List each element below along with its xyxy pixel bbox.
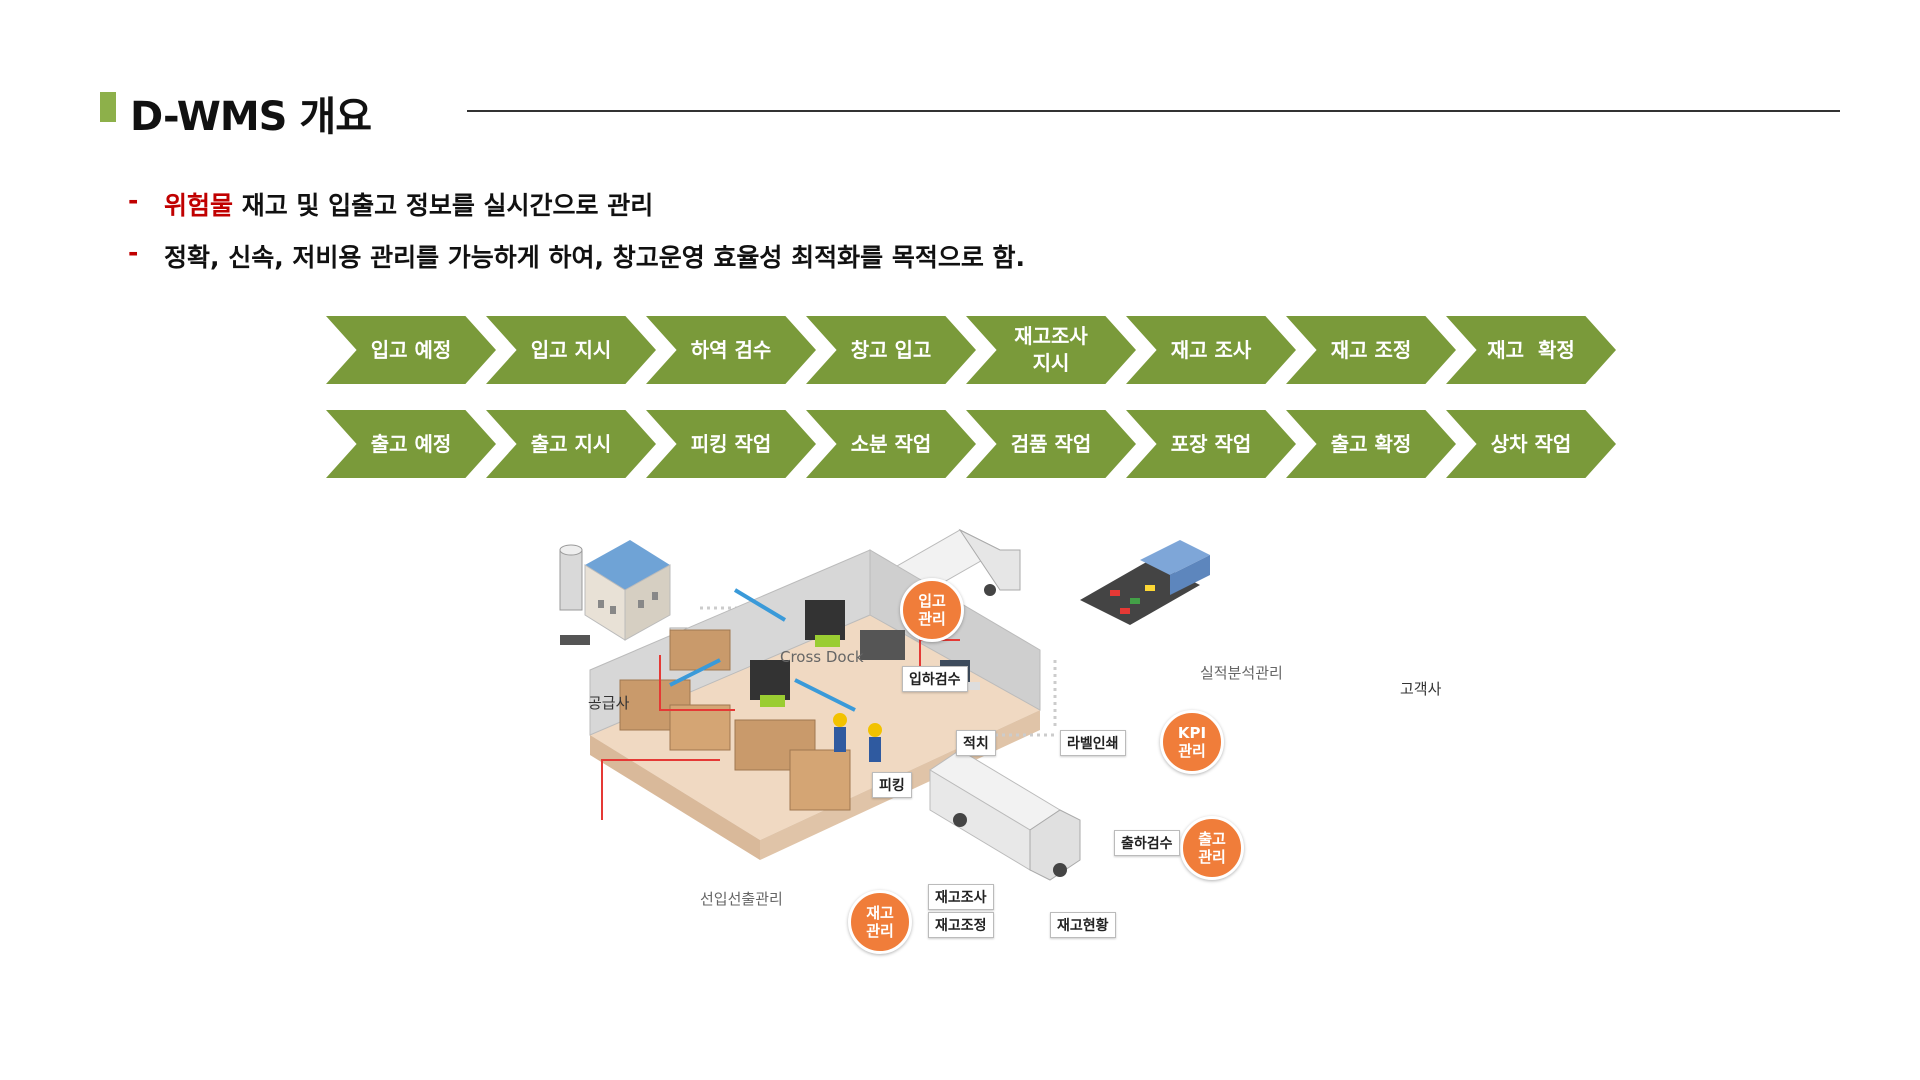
bullet-highlight: 위험물 xyxy=(164,191,234,220)
process-step-outbound_flow: 포장 작업 xyxy=(1126,410,1296,478)
process-step-inbound_flow: 입고 지시 xyxy=(486,316,656,384)
bullet-dash: - xyxy=(128,186,139,215)
process-step-inbound_flow: 재고조사 지시 xyxy=(966,316,1136,384)
process-step-outbound_flow: 상차 작업 xyxy=(1446,410,1616,478)
process-step-inbound_flow: 하역 검수 xyxy=(646,316,816,384)
warehouse-diagram-svg xyxy=(559,528,1210,881)
receiving-inspection-tag: 입하검수 xyxy=(902,666,968,692)
inbound-badge: 입고 관리 xyxy=(900,578,964,642)
stock-check-tag: 재고조사 xyxy=(928,884,994,910)
process-step-inbound_flow: 창고 입고 xyxy=(806,316,976,384)
bullet-text: 정확, 신속, 저비용 관리를 가능하게 하여, 창고운영 효율성 최적화를 목… xyxy=(164,238,1025,274)
process-step-outbound_flow: 소분 작업 xyxy=(806,410,976,478)
outbound-truck-icon xyxy=(929,749,1081,881)
process-step-outbound_flow: 출고 예정 xyxy=(326,410,496,478)
cross-dock-leader xyxy=(659,655,735,711)
process-step-outbound_flow: 피킹 작업 xyxy=(646,410,816,478)
shipping-inspection-tag: 출하검수 xyxy=(1114,830,1180,856)
process-step-outbound_flow: 검품 작업 xyxy=(966,410,1136,478)
stock-adjust-tag: 재고조정 xyxy=(928,912,994,938)
kpi-badge: KPI 관리 xyxy=(1160,710,1224,774)
process-step-inbound_flow: 입고 예정 xyxy=(326,316,496,384)
picking-tag: 피킹 xyxy=(872,772,912,798)
process-step-inbound_flow: 재고 조사 xyxy=(1126,316,1296,384)
process-step-outbound_flow: 출고 확정 xyxy=(1286,410,1456,478)
process-step-inbound_flow: 재고 조정 xyxy=(1286,316,1456,384)
fifo-label: 선입선출관리 xyxy=(700,890,783,908)
customer-building-icon xyxy=(1080,540,1210,625)
bullet-body: 정확, 신속, 저비용 관리를 가능하게 하여, 창고운영 효율성 최적화를 목… xyxy=(164,243,1026,272)
cross-dock-label: Cross Dock xyxy=(780,648,864,666)
inventory-badge: 재고 관리 xyxy=(848,890,912,954)
customer-label: 고객사 xyxy=(1400,680,1442,698)
performance-label: 실적분석관리 xyxy=(1200,664,1283,682)
warehouse-illustration: 공급사 고객사 Cross Dock 실적분석관리 선입선출관리 입고 관리 K… xyxy=(520,520,1520,1020)
process-step-outbound_flow: 출고 지시 xyxy=(486,410,656,478)
bullet-dash: - xyxy=(128,238,139,267)
stacking-tag: 적치 xyxy=(956,730,996,756)
title-marker xyxy=(100,92,116,122)
process-step-inbound_flow: 재고 확정 xyxy=(1446,316,1616,384)
outbound-badge: 출고 관리 xyxy=(1180,816,1244,880)
label-print-tag: 라벨인쇄 xyxy=(1060,730,1126,756)
title-divider xyxy=(467,110,1840,112)
page-title: D-WMS 개요 xyxy=(130,94,372,140)
stock-status-tag: 재고현황 xyxy=(1050,912,1116,938)
bullet-text: 위험물 재고 및 입출고 정보를 실시간으로 관리 xyxy=(164,186,653,222)
bullet-body: 재고 및 입출고 정보를 실시간으로 관리 xyxy=(233,191,654,220)
fifo-leader xyxy=(601,759,720,820)
supplier-label: 공급사 xyxy=(588,694,630,712)
